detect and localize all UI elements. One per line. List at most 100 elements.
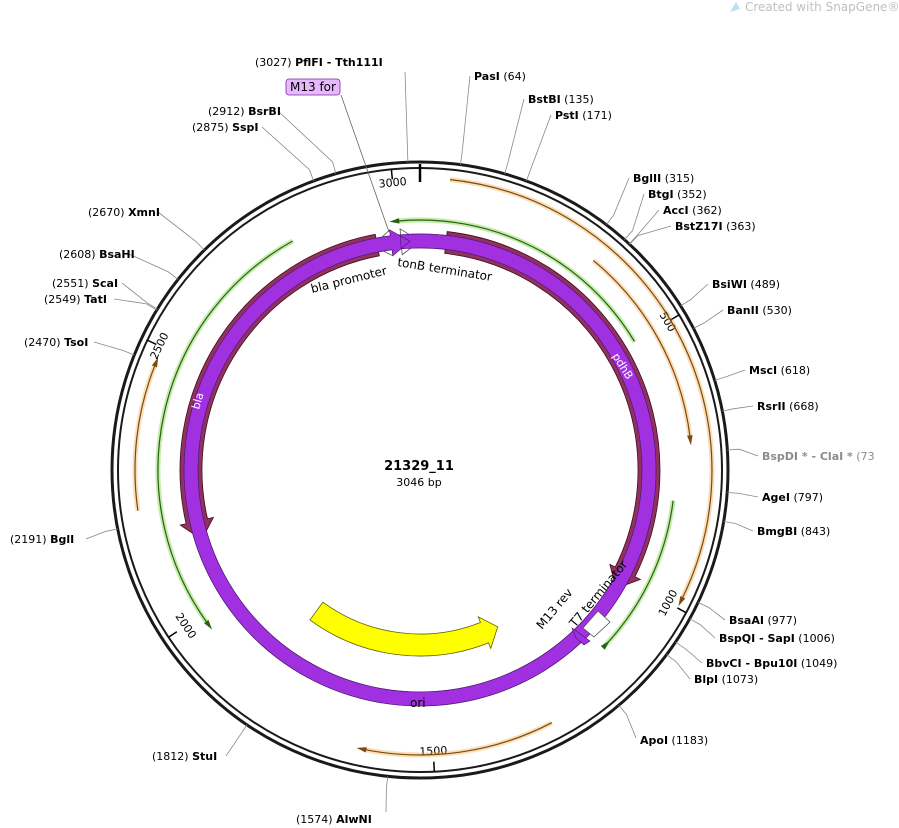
enzyme-label-xmni: (2670) XmnI [88,206,160,219]
pdhb-feature[interactable] [444,231,661,589]
enzyme-leader-tsoi [93,341,135,356]
enzyme-bspdi[interactable]: BspDI * - ClaI * (73 [727,448,875,463]
tick-label-1000: 1000 [656,588,681,619]
enzyme-name-acci: AccI [663,204,689,217]
enzyme-apoi[interactable]: ApoI (1183) [618,705,708,747]
orf-arc-left [132,362,158,512]
enzyme-name-xmni: XmnI [128,206,160,219]
enzyme-leader-bstbi [504,98,525,175]
enzyme-msci[interactable]: MscI (618) [714,364,811,381]
enzyme-leader-scai [121,282,158,310]
enzyme-name-agei: AgeI [762,491,790,504]
enzyme-bstz17i[interactable]: BstZ17I (363) [629,220,756,245]
m13-for-label-box[interactable]: M13 for [285,78,341,96]
enzyme-pos-rsrii: (668) [786,400,819,413]
enzyme-blpi[interactable]: BlpI (1073) [666,654,759,686]
enzyme-agei[interactable]: AgeI (797) [727,491,823,504]
enzyme-bsrbi[interactable]: (2912) BsrBI [208,105,337,174]
enzyme-tsoi[interactable]: (2470) TsoI [24,336,135,356]
enzyme-pos-bglii: (315) [661,172,694,185]
enzyme-leader-bbvci [675,641,703,664]
orf2-arrowhead [687,435,693,446]
enzyme-label-btgi: BtgI (352) [648,188,707,201]
orf-arc-left-line [134,363,157,511]
m13-for-leader [340,94,390,233]
enzyme-xmni[interactable]: (2670) XmnI [88,206,205,251]
enzyme-btgi[interactable]: BtgI (352) [624,188,707,240]
enzyme-pos-acci: (362) [689,204,722,217]
bla-label: bla [189,391,206,411]
enzyme-tati[interactable]: (2549) TatI [44,293,157,311]
enzyme-bspqi[interactable]: BspQI - SapI (1006) [689,618,835,645]
enzyme-leader-tati [113,298,157,311]
enzyme-label-tsoi: (2470) TsoI [24,336,88,349]
enzyme-pos-stui: (1812) [152,750,192,763]
snapgene-logo-icon [730,2,740,12]
enzyme-name-bsaai: BsaAI [729,614,764,627]
orf-arrowheads [152,218,693,753]
enzyme-pos-scai: (2551) [52,277,92,290]
orf4-arrowhead [152,357,159,368]
enzyme-scai[interactable]: (2551) ScaI [52,277,158,310]
orf3-arrowhead [356,747,367,753]
ori-feature[interactable] [309,601,499,657]
enzyme-label-sspi: (2875) SspI [192,121,259,134]
enzyme-bmgbi[interactable]: BmgBI (843) [723,521,831,539]
backbone-outer-ring [110,160,730,780]
enzyme-bbvci[interactable]: BbvCI - Bpu10I (1049) [675,641,837,670]
tick-label-3000: 3000 [378,175,407,191]
orf-arc-bottom [362,720,553,758]
enzyme-name-tsoi: TsoI [64,336,88,349]
orf1-arrowhead [678,596,686,607]
enzyme-bglii[interactable]: BglII (315) [605,172,694,226]
enzyme-leader-pfifi [404,71,409,163]
enzyme-name-blpi: BlpI [694,673,718,686]
enzyme-leader-bstz17i [629,225,672,245]
enzyme-bsiwi[interactable]: BsiWI (489) [680,278,780,307]
enzyme-bsahi[interactable]: (2608) BsaHI [59,248,179,280]
orf-green-left-line [157,240,293,625]
enzyme-banii[interactable]: BanII (530) [693,304,792,329]
enzyme-label-rsrii: RsrII (668) [757,400,819,413]
enzyme-leader-bspqi [689,618,716,639]
enzyme-pasi[interactable]: PasI (64) [460,70,526,165]
enzyme-bsaai[interactable]: BsaAI (977) [697,602,797,627]
snapgene-watermark: Created with SnapGene® [730,0,899,14]
enzyme-pos-msci: (618) [777,364,810,377]
enzyme-pos-pasi: (64) [500,70,526,83]
enzyme-label-bgli: (2191) BglI [10,533,74,546]
tick-2500 [147,339,157,346]
watermark-text: Created with SnapGene® [745,0,899,14]
enzyme-label-psti: PstI (171) [555,109,612,122]
enzyme-bgli[interactable]: (2191) BglI [10,528,118,546]
enzyme-pos-sspi: (2875) [192,121,232,134]
enzyme-rsrii[interactable]: RsrII (668) [722,400,819,413]
enzyme-pos-bsahi: (2608) [59,248,99,261]
tick-label-2500: 2500 [148,330,172,361]
m13-rev-primer[interactable] [571,627,591,646]
enzyme-pos-apoi: (1183) [668,734,708,747]
t7-terminator-feature[interactable] [582,610,611,638]
m13-for-primer[interactable] [183,229,657,707]
enzyme-leader-pasi [460,75,471,165]
enzyme-acci[interactable]: AccI (362) [628,204,722,245]
enzyme-leader-btgi [624,193,645,240]
enzyme-leader-psti [526,114,552,182]
enzyme-label-bglii: BglII (315) [633,172,694,185]
tick-3000 [390,169,394,180]
enzyme-label-bsaai: BsaAI (977) [729,614,797,627]
enzyme-stui[interactable]: (1812) StuI [152,724,248,763]
enzyme-leader-bgli [85,528,118,540]
enzyme-bstbi[interactable]: BstBI (135) [504,93,594,175]
enzyme-leader-stui [225,724,248,757]
enzyme-label-acci: AccI (362) [663,204,722,217]
enzyme-sspi[interactable]: (2875) SspI [192,121,314,182]
enzyme-label-banii: BanII (530) [727,304,792,317]
tick-500 [670,314,680,321]
enzyme-alwni[interactable]: (1574) AlwNI [296,776,389,826]
enzyme-psti[interactable]: PstI (171) [526,109,612,182]
enzyme-pos-psti: (171) [579,109,612,122]
enzyme-name-scai: ScaI [92,277,118,290]
tick-2000 [168,631,178,638]
enzyme-pfifi[interactable]: (3027) PflFI - Tth111I [255,56,409,163]
